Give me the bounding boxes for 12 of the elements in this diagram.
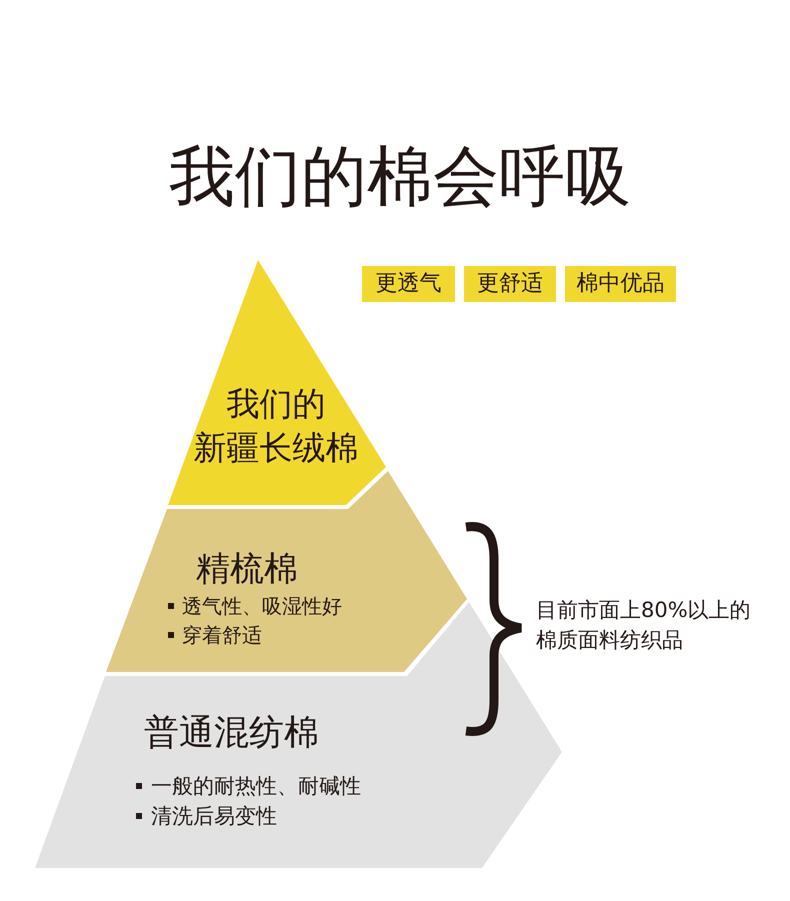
bullet-text: 穿着舒适: [182, 622, 262, 649]
tier-heading: 精梳棉: [196, 549, 298, 589]
note-text: 目前市面上80%以上的棉质面料纺织品: [536, 597, 752, 654]
feature-tag: 更透气: [362, 266, 455, 302]
feature-tag: 棉中优品: [565, 266, 676, 302]
tier-heading: 我们的新疆长绒棉: [192, 383, 360, 469]
title: 我们的棉会呼吸: [169, 138, 631, 216]
bullet-text: 清洗后易变性: [151, 803, 277, 830]
feature-tag: 更舒适: [464, 266, 556, 302]
bullet-text: 一般的耐热性、耐碱性: [151, 773, 361, 800]
bullet-text: 透气性、吸湿性好: [182, 593, 342, 620]
tier-heading: 普通混纺棉: [144, 712, 319, 754]
